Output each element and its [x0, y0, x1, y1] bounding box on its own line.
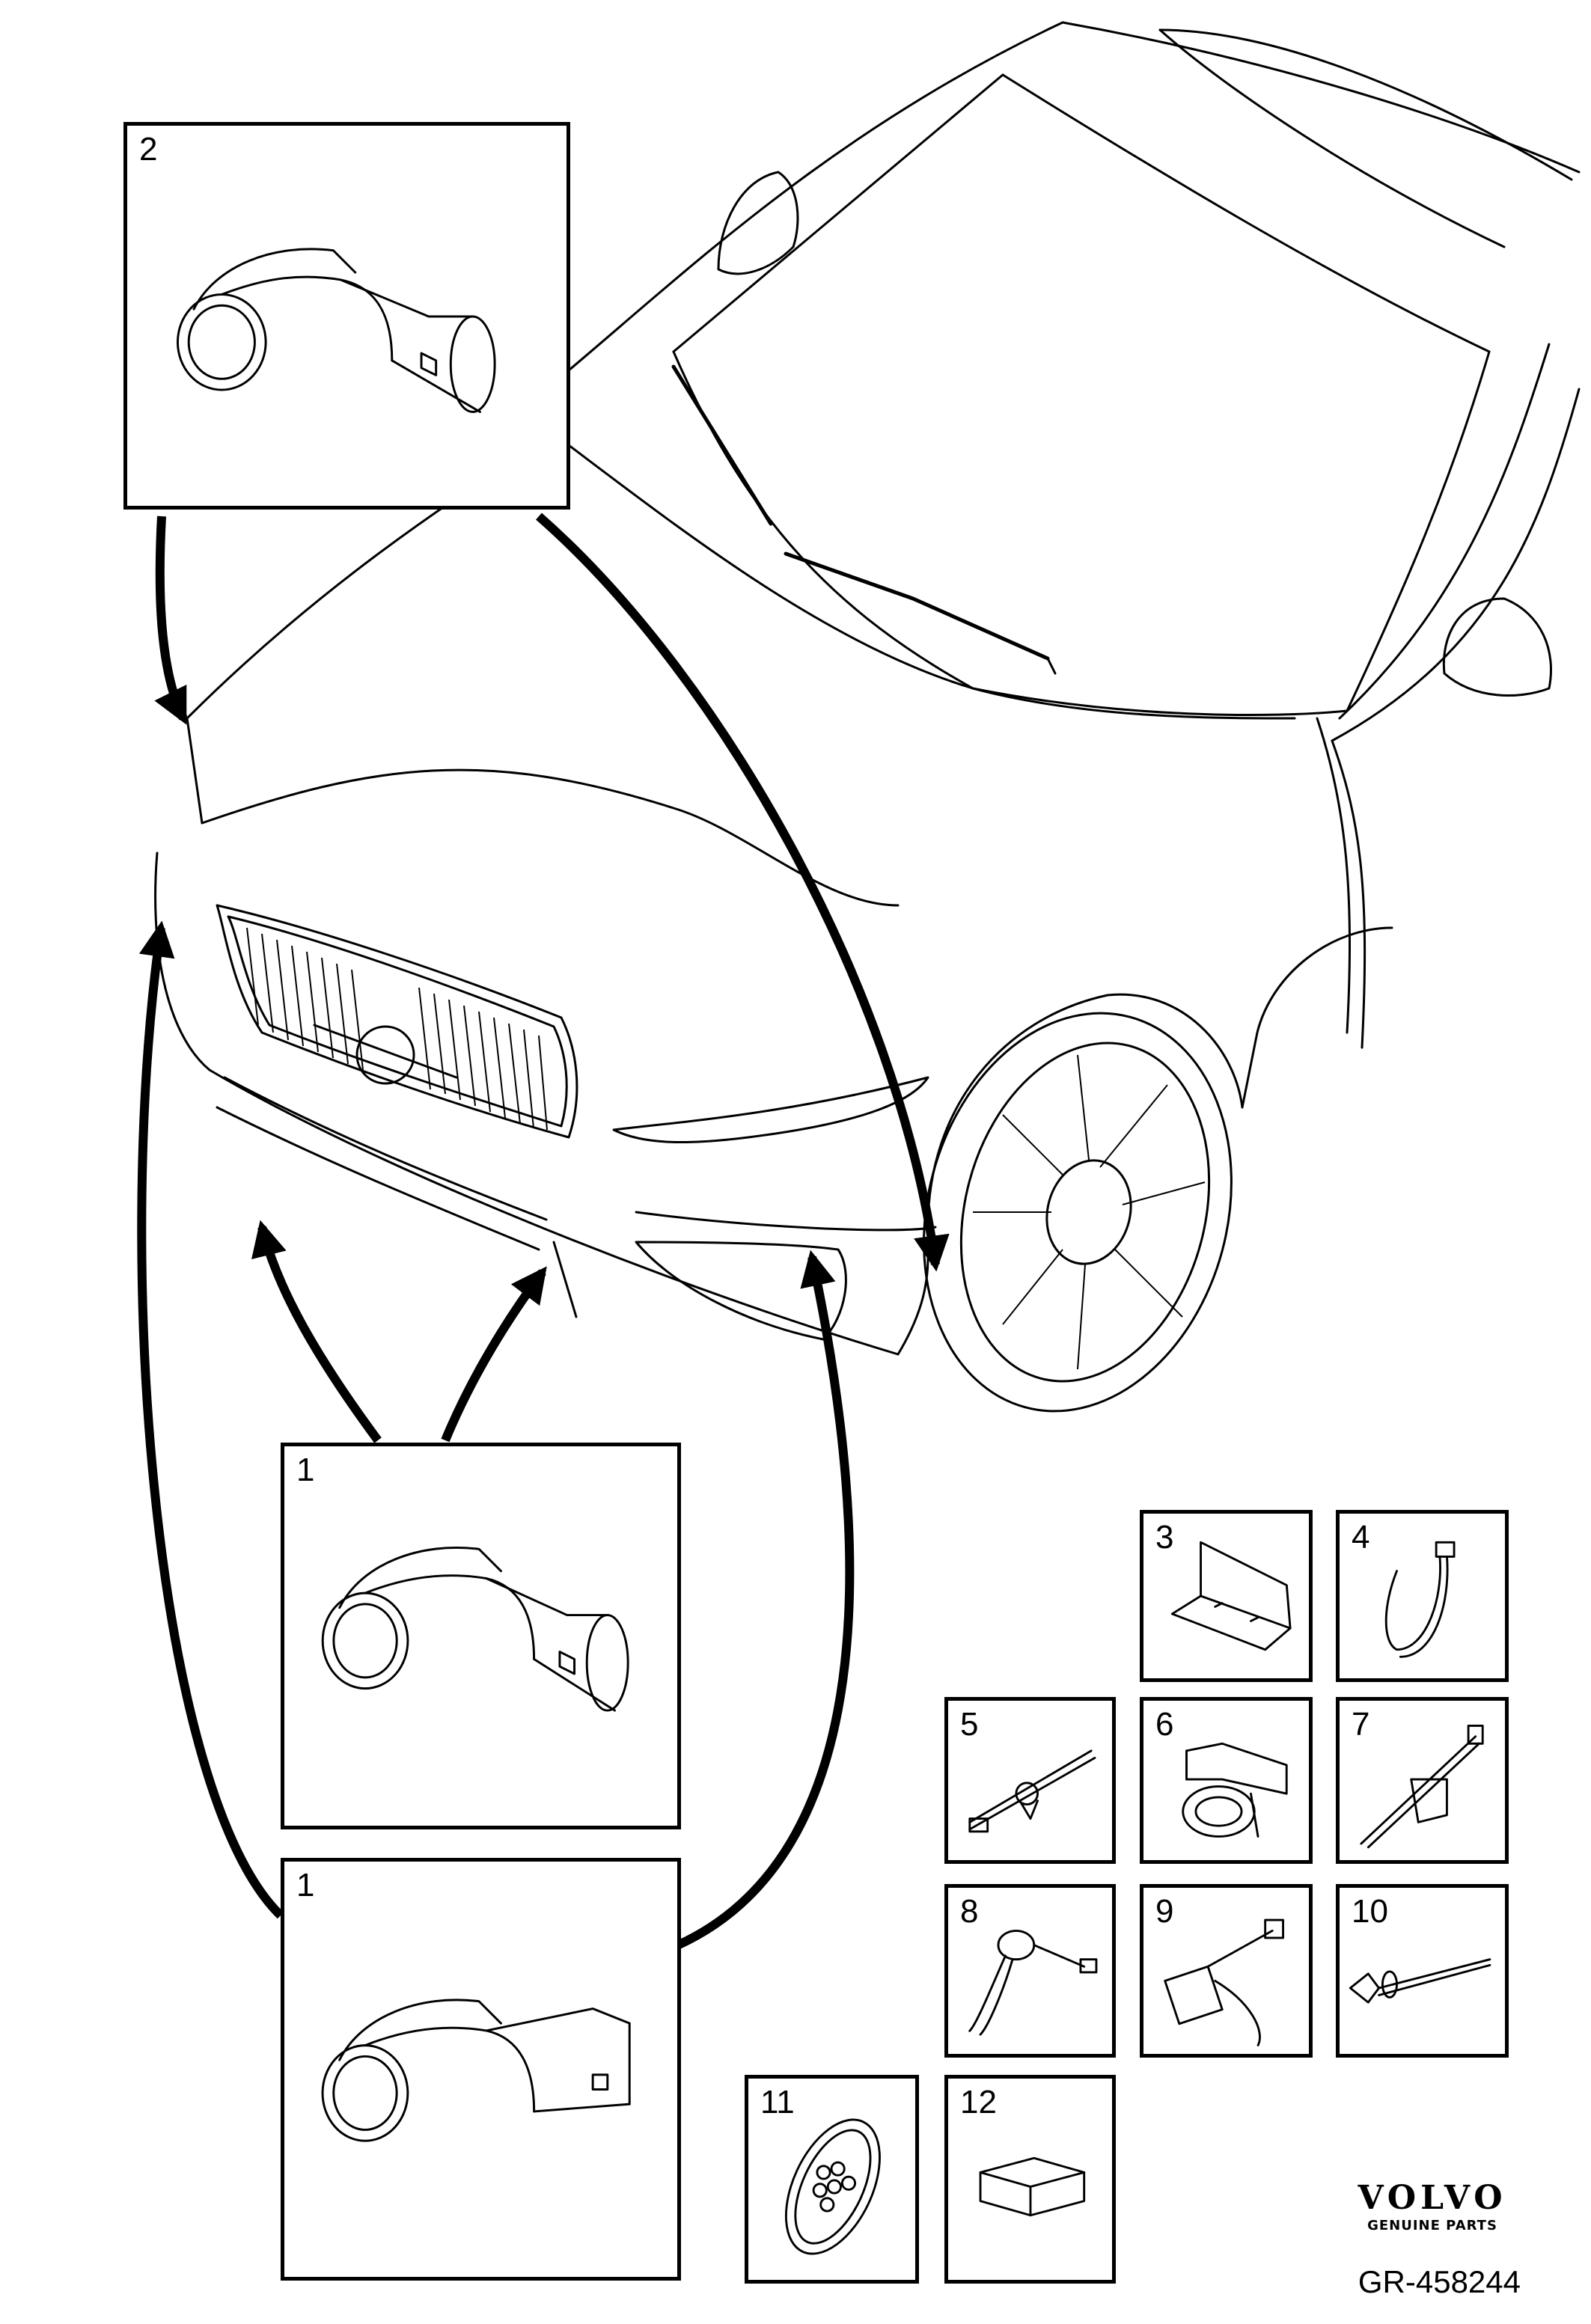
part-box-5: 5	[944, 1697, 1116, 1864]
illustration-reference: GR-458244	[1358, 2264, 1521, 2299]
hose-clip-icon	[1182, 1742, 1288, 1838]
volvo-genuine-parts-logo: VOLVO GENUINE PARTS	[1343, 2179, 1522, 2234]
parking-sensor-icon	[321, 1999, 631, 2142]
part-box-8: 8	[944, 1884, 1116, 2058]
push-rivet-tie-icon	[1349, 1958, 1491, 2004]
callout-arrows	[137, 513, 950, 1950]
callout-number: 3	[1155, 1519, 1174, 1556]
grommet-icon	[784, 2118, 881, 2255]
callout-number: 2	[139, 131, 158, 168]
part-box-4: 4	[1336, 1510, 1509, 1682]
car-body-outline	[154, 21, 1581, 1413]
bracket-icon	[1170, 1541, 1292, 1651]
part-box-6: 6	[1140, 1697, 1313, 1864]
callout-number: 11	[760, 2084, 795, 2120]
callout-number: 4	[1352, 1519, 1370, 1556]
part-box-9: 9	[1140, 1884, 1313, 2058]
part-box-7: 7	[1336, 1697, 1509, 1864]
parking-sensor-icon	[321, 1546, 629, 1712]
sensor-box-low: 1	[281, 1858, 681, 2281]
sensor-box-mid: 1	[281, 1443, 681, 1829]
part-box-12: 12	[944, 2075, 1116, 2284]
edge-clip-tie-icon	[1360, 1724, 1484, 1849]
callout-number: 5	[960, 1706, 979, 1743]
callout-number: 9	[1155, 1893, 1174, 1930]
brand-wordmark: VOLVO	[1358, 2179, 1507, 2217]
tie-mount-icon	[968, 1930, 1098, 2036]
sensor-box-top: 2	[123, 122, 570, 510]
parking-sensor-icon	[176, 248, 496, 413]
callout-number: 6	[1155, 1706, 1174, 1743]
callout-number: 7	[1352, 1706, 1370, 1743]
callout-number: 10	[1352, 1893, 1388, 1930]
callout-number: 8	[960, 1893, 979, 1930]
cable-tie-icon	[1384, 1541, 1456, 1658]
callout-number: 1	[296, 1867, 315, 1903]
part-box-3: 3	[1140, 1510, 1313, 1682]
callout-number: 1	[296, 1452, 315, 1488]
clip-with-tie-icon	[968, 1749, 1096, 1833]
brand-tagline: GENUINE PARTS	[1367, 2218, 1497, 2233]
part-box-10: 10	[1336, 1884, 1509, 2058]
part-box-11: 11	[745, 2075, 919, 2284]
foam-pad-icon	[979, 2156, 1086, 2217]
clip-icon	[1164, 1918, 1284, 2046]
callout-number: 12	[960, 2084, 997, 2120]
